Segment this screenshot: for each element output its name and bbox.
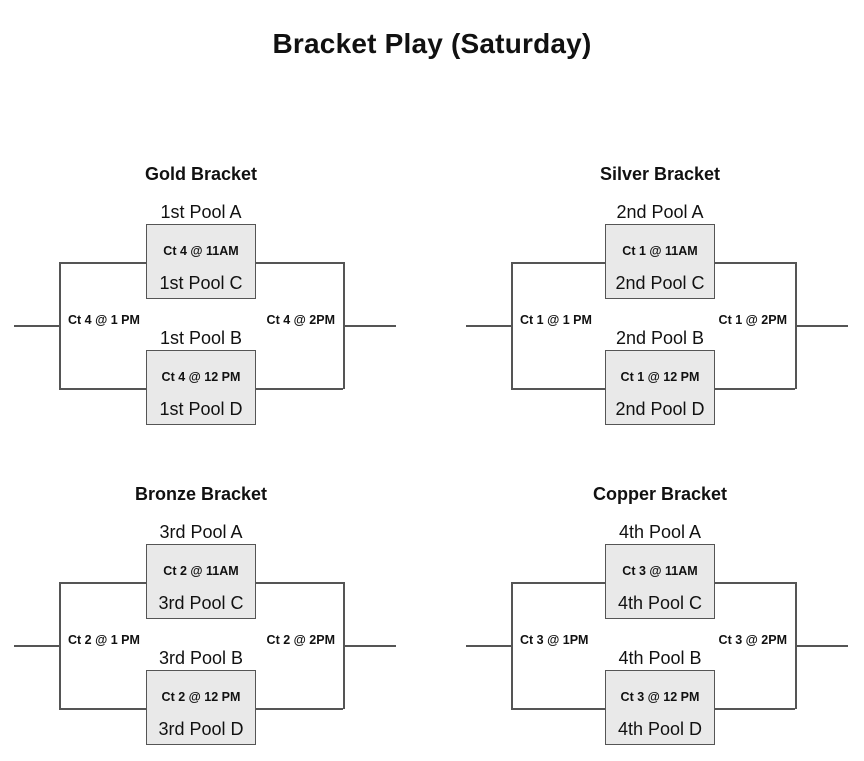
connector-bottom-right <box>256 388 343 390</box>
right-match-label: Ct 1 @ 2PM <box>718 313 787 327</box>
connector-top-left <box>59 582 146 584</box>
connector-bottom-left <box>59 708 146 710</box>
left-match-label: Ct 3 @ 1PM <box>520 633 589 647</box>
top-court-time: Ct 1 @ 11AM <box>622 244 698 258</box>
bracket-title: Gold Bracket <box>144 164 258 184</box>
bottom-match-box: Ct 3 @ 12 PM 4th Pool D <box>605 670 715 745</box>
top-court-time: Ct 3 @ 11AM <box>622 564 698 578</box>
top-court-time: Ct 4 @ 11AM <box>163 244 239 258</box>
right-stub <box>795 645 848 647</box>
connector-top-right <box>715 582 795 584</box>
left-stub <box>14 325 59 327</box>
top-match-box: Ct 2 @ 11AM 3rd Pool C <box>146 544 256 619</box>
connector-bottom-right <box>715 708 795 710</box>
bracket-gold-bracket: Gold Bracket 1st Pool A Ct 4 @ 11AM 1st … <box>14 160 414 440</box>
top-team-in: 2nd Pool C <box>615 273 705 293</box>
bottom-match-box: Ct 1 @ 12 PM 2nd Pool D <box>605 350 715 425</box>
left-vertical <box>59 262 61 389</box>
connector-top-right <box>715 262 795 264</box>
connector-top-left <box>59 262 146 264</box>
left-stub <box>466 645 511 647</box>
bottom-court-time: Ct 4 @ 12 PM <box>161 370 241 384</box>
left-stub <box>14 645 59 647</box>
connector-top-left <box>511 582 605 584</box>
top-team-above: 3rd Pool A <box>159 522 243 542</box>
connector-bottom-left <box>511 708 605 710</box>
connector-top-left <box>511 262 605 264</box>
left-vertical <box>59 582 61 709</box>
left-vertical <box>511 262 513 389</box>
connector-top-right <box>256 582 343 584</box>
bottom-court-time: Ct 1 @ 12 PM <box>620 370 700 384</box>
bracket-silver-bracket: Silver Bracket 2nd Pool A Ct 1 @ 11AM 2n… <box>466 160 864 440</box>
top-team-in: 1st Pool C <box>159 273 243 293</box>
top-team-above: 1st Pool A <box>160 202 242 222</box>
connector-bottom-right <box>715 388 795 390</box>
left-match-label: Ct 2 @ 1 PM <box>68 633 140 647</box>
bottom-team-above: 3rd Pool B <box>158 648 244 668</box>
left-stub <box>466 325 511 327</box>
left-match-label: Ct 4 @ 1 PM <box>68 313 140 327</box>
page-title: Bracket Play (Saturday) <box>272 28 592 59</box>
top-match-box: Ct 4 @ 11AM 1st Pool C <box>146 224 256 299</box>
top-team-in: 4th Pool C <box>617 593 703 613</box>
top-team-above: 2nd Pool A <box>616 202 704 222</box>
connector-bottom-left <box>59 388 146 390</box>
top-court-time: Ct 2 @ 11AM <box>163 564 239 578</box>
bottom-court-time: Ct 2 @ 12 PM <box>161 690 241 704</box>
right-match-label: Ct 3 @ 2PM <box>718 633 787 647</box>
bracket-copper-bracket: Copper Bracket 4th Pool A Ct 3 @ 11AM 4t… <box>466 480 864 760</box>
bracket-bronze-bracket: Bronze Bracket 3rd Pool A Ct 2 @ 11AM 3r… <box>14 480 414 760</box>
top-match-box: Ct 1 @ 11AM 2nd Pool C <box>605 224 715 299</box>
right-match-label: Ct 4 @ 2PM <box>266 313 335 327</box>
left-match-label: Ct 1 @ 1 PM <box>520 313 592 327</box>
connector-bottom-left <box>511 388 605 390</box>
bottom-team-in: 1st Pool D <box>159 399 243 419</box>
bracket-title: Bronze Bracket <box>134 484 268 504</box>
bottom-court-time: Ct 3 @ 12 PM <box>620 690 700 704</box>
right-match-label: Ct 2 @ 2PM <box>266 633 335 647</box>
connector-top-right <box>256 262 343 264</box>
top-team-in: 3rd Pool C <box>158 593 244 613</box>
right-stub <box>795 325 848 327</box>
bottom-team-above: 4th Pool B <box>618 648 702 668</box>
bottom-match-box: Ct 4 @ 12 PM 1st Pool D <box>146 350 256 425</box>
bottom-team-in: 3rd Pool D <box>158 719 244 739</box>
bottom-team-above: 2nd Pool B <box>615 328 705 348</box>
top-match-box: Ct 3 @ 11AM 4th Pool C <box>605 544 715 619</box>
connector-bottom-right <box>256 708 343 710</box>
right-stub <box>343 325 396 327</box>
right-stub <box>343 645 396 647</box>
bottom-team-in: 2nd Pool D <box>615 399 705 419</box>
left-vertical <box>511 582 513 709</box>
bottom-team-in: 4th Pool D <box>617 719 703 739</box>
bracket-title: Copper Bracket <box>592 484 728 504</box>
bottom-match-box: Ct 2 @ 12 PM 3rd Pool D <box>146 670 256 745</box>
bracket-title: Silver Bracket <box>599 164 721 184</box>
bottom-team-above: 1st Pool B <box>159 328 243 348</box>
top-team-above: 4th Pool A <box>618 522 702 542</box>
